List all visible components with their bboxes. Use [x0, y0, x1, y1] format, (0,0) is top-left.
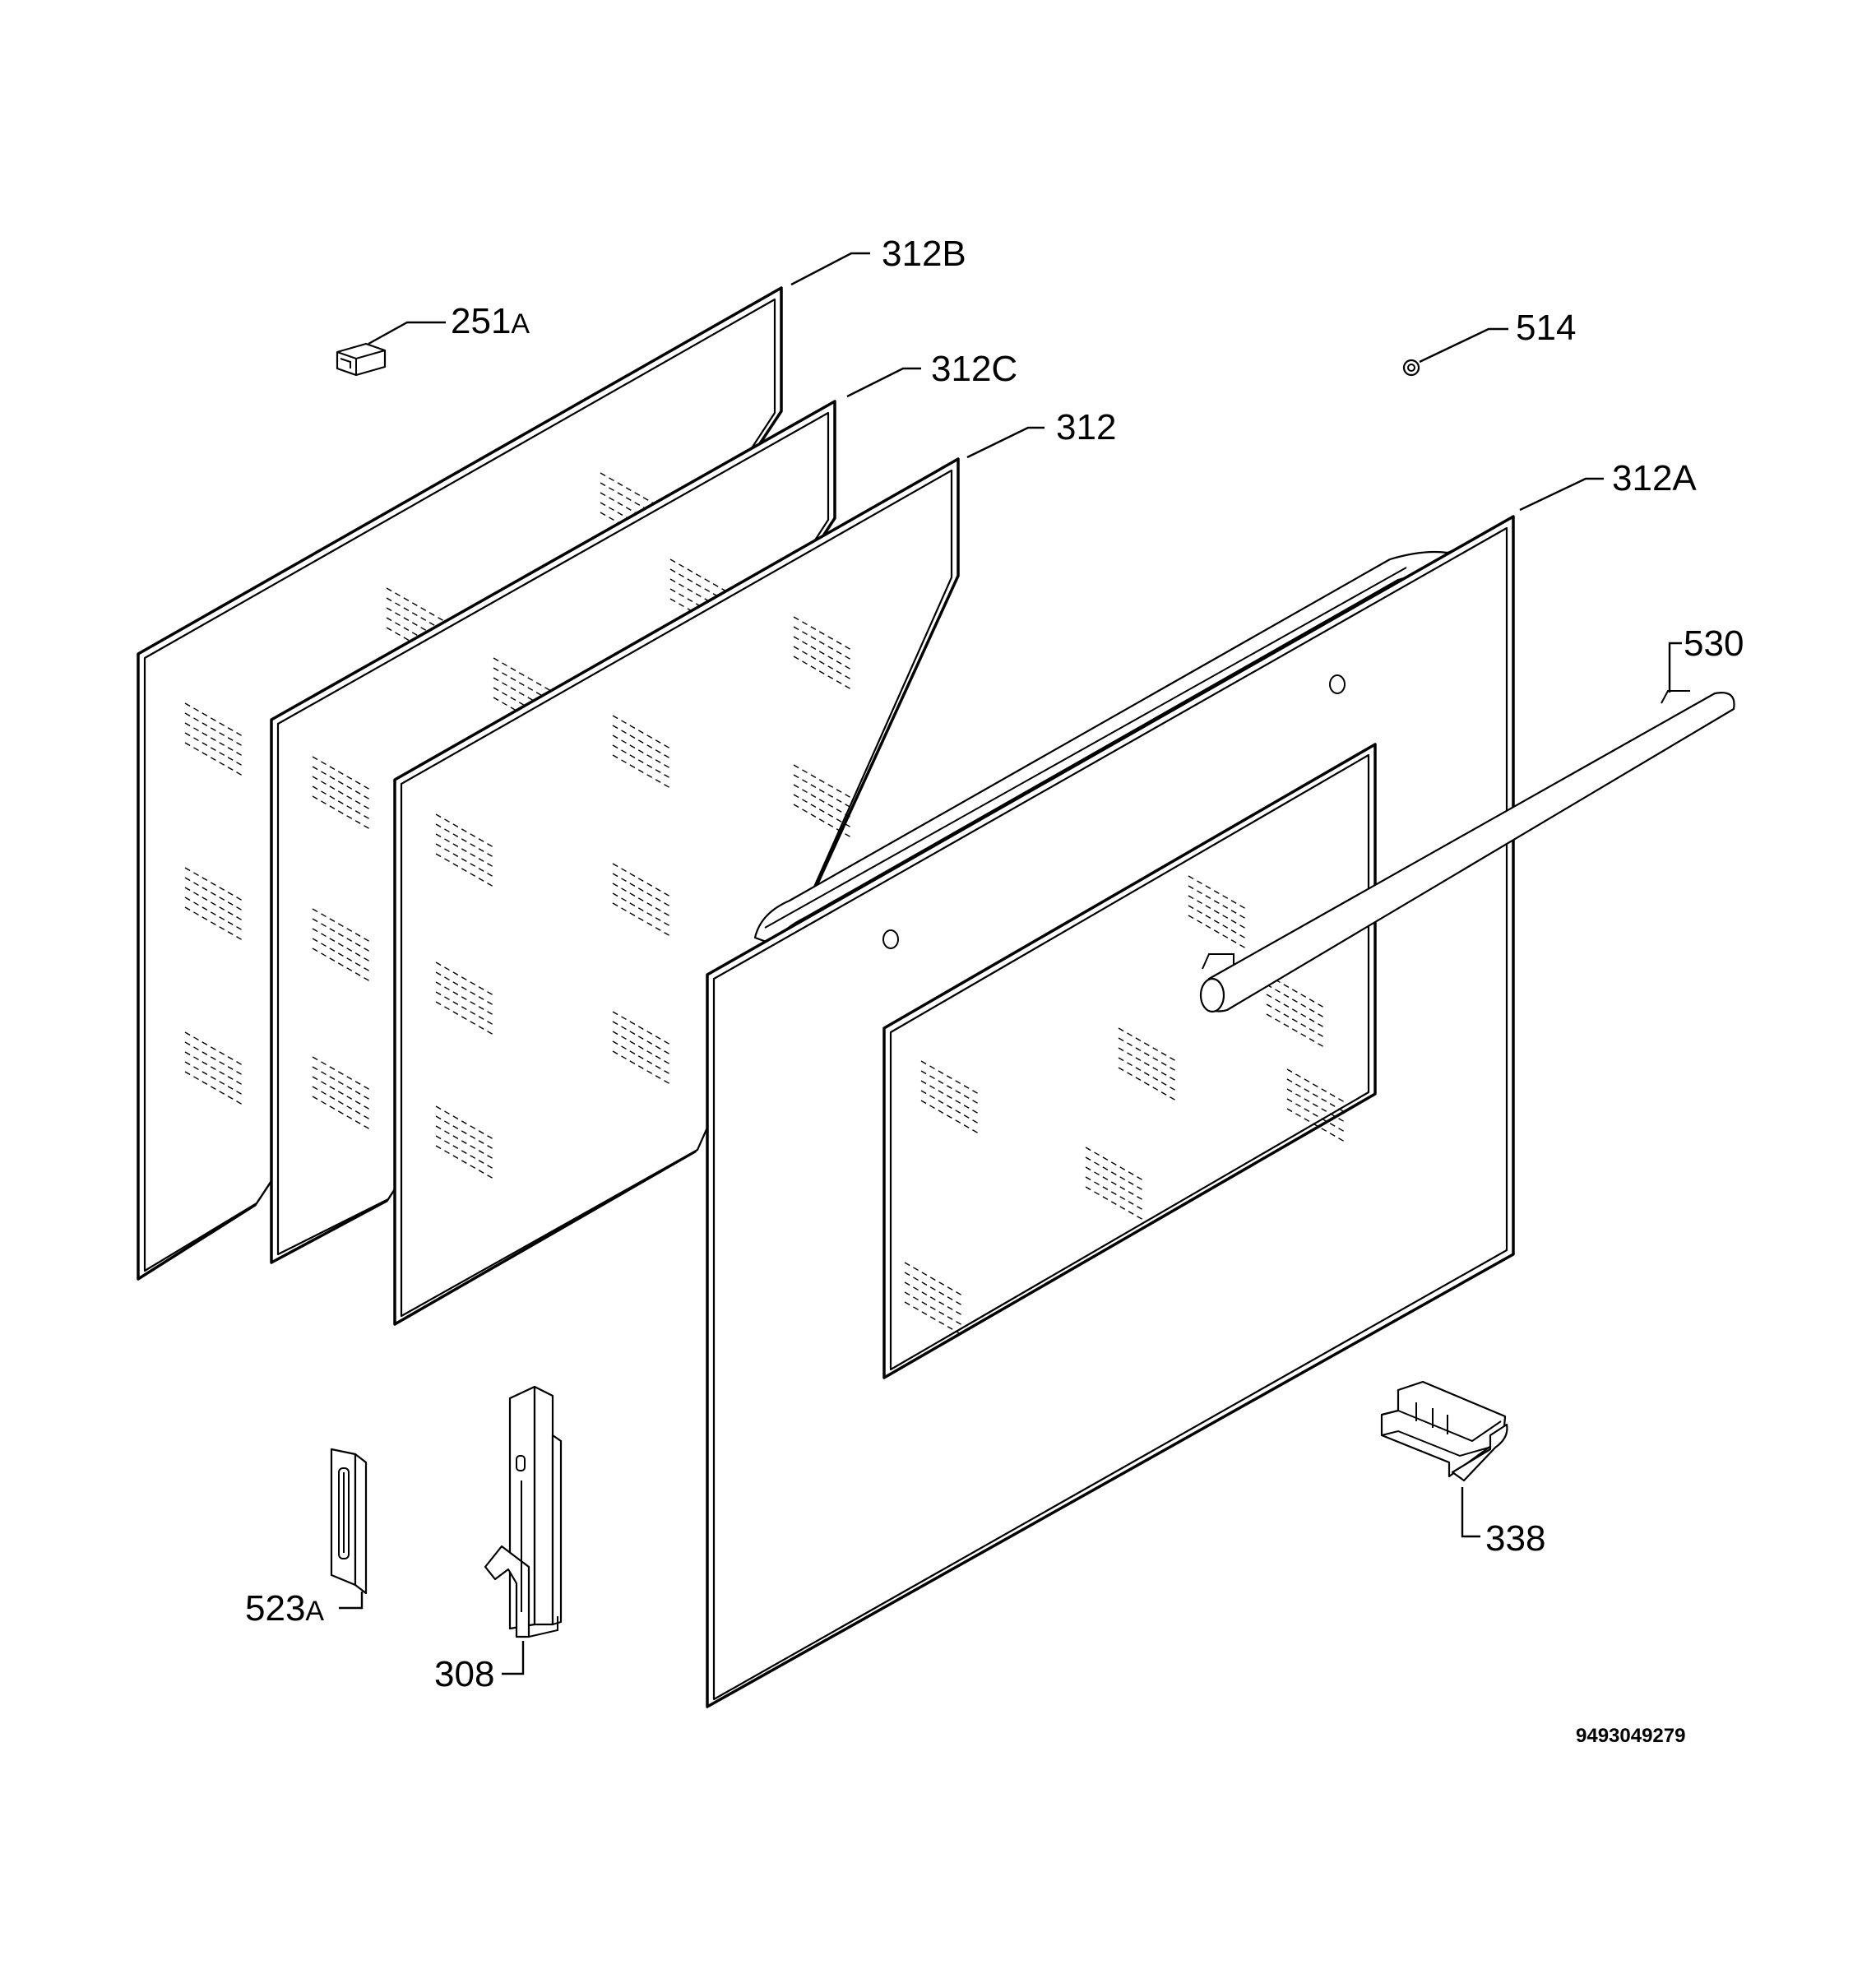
label-251A: 251A	[451, 301, 530, 341]
label-312B: 312B	[882, 234, 966, 274]
latch-bracket-338[interactable]	[1380, 1380, 1508, 1482]
label-530: 530	[1684, 623, 1744, 664]
door-hinge-308[interactable]	[484, 1385, 563, 1638]
label-338: 338	[1485, 1518, 1545, 1559]
label-312C: 312C	[931, 349, 1017, 389]
screw-hole	[882, 929, 899, 949]
label-308: 308	[434, 1654, 494, 1694]
screw-514[interactable]	[1402, 359, 1420, 377]
label-251A-number: 251	[451, 301, 511, 341]
label-312A: 312A	[1612, 458, 1697, 498]
outer-door-panel-312A[interactable]	[706, 515, 1515, 1708]
label-523A-suffix: A	[305, 1596, 324, 1627]
glass-panel-312[interactable]	[393, 457, 960, 1326]
spring-holder-523A[interactable]	[330, 1448, 368, 1595]
label-514: 514	[1516, 308, 1576, 348]
clip-251A[interactable]	[336, 342, 387, 377]
screw-hole	[1329, 674, 1346, 694]
drawing-code: 9493049279	[1576, 1725, 1685, 1747]
label-251A-suffix: A	[511, 308, 530, 340]
door-handle-530[interactable]	[1199, 690, 1735, 1013]
label-523A-number: 523	[245, 1588, 305, 1629]
leader-lines	[339, 252, 1682, 1675]
label-312: 312	[1056, 407, 1116, 447]
label-523A: 523A	[245, 1588, 324, 1629]
